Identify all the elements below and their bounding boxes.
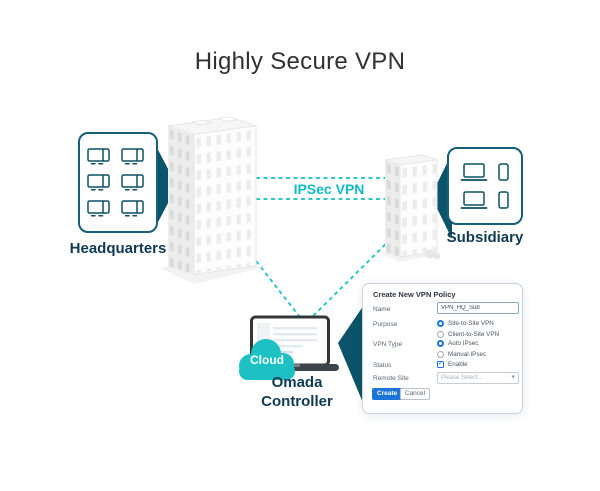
- phone-icon: [497, 191, 509, 209]
- create-vpn-policy-panel: Create New VPN Policy Name Purpose Site-…: [362, 283, 523, 414]
- remote-site-placeholder: Please Select...: [441, 375, 483, 381]
- vpn-type-option-auto-ipsec[interactable]: Auto IPsec: [437, 340, 478, 347]
- name-input[interactable]: [437, 302, 519, 314]
- purpose-option-label: Client-to-Site VPN: [448, 331, 500, 338]
- vpn-type-option-label: Manual IPsec: [448, 351, 487, 358]
- chevron-down-icon: ▾: [511, 374, 515, 381]
- cloud-icon: [239, 339, 295, 380]
- radio-selected-icon[interactable]: [437, 340, 444, 347]
- purpose-label: Purpose: [373, 321, 398, 328]
- status-label: Status: [373, 362, 392, 369]
- phone-icon: [497, 163, 509, 181]
- page-title: Highly Secure VPN: [194, 48, 406, 75]
- radio-unselected-icon[interactable]: [437, 331, 444, 338]
- vpn-type-option-manual-ipsec[interactable]: Manual IPsec: [437, 351, 486, 358]
- omada-controller-label: Omada Controller: [245, 373, 349, 411]
- omada-controller-label-line2: Controller: [261, 393, 333, 410]
- vpn-type-option-label: Auto IPsec: [448, 340, 479, 347]
- radio-selected-icon[interactable]: [437, 320, 444, 327]
- headquarters-label: Headquarters: [69, 240, 167, 257]
- cloud-label: Cloud: [250, 353, 284, 367]
- omada-controller-label-line1: Omada: [271, 374, 323, 391]
- name-label: Name: [373, 306, 391, 313]
- subsidiary-callout: [447, 147, 523, 225]
- laptop-icon: [460, 190, 487, 209]
- headquarters-callout: [78, 132, 158, 233]
- checkbox-checked-icon[interactable]: ✓: [437, 361, 444, 368]
- monitor-icon: [121, 148, 144, 165]
- create-button[interactable]: Create: [372, 388, 402, 400]
- remote-site-select[interactable]: Please Select... ▾: [437, 372, 519, 384]
- hq-callout-arrow: [156, 146, 177, 226]
- status-enable-option[interactable]: ✓ Enable: [437, 361, 468, 368]
- radio-unselected-icon[interactable]: [437, 351, 444, 358]
- purpose-option-client-to-site[interactable]: Client-to-Site VPN: [437, 331, 499, 338]
- vpn-type-label: VPN Type: [373, 341, 403, 348]
- monitor-icon: [121, 174, 144, 191]
- monitor-icon: [87, 174, 110, 191]
- panel-callout-arrow: [338, 302, 366, 410]
- sub-callout-arrow: [431, 153, 452, 239]
- panel-title: Create New VPN Policy: [373, 290, 456, 299]
- ipsec-vpn-label: IPSec VPN: [293, 181, 365, 197]
- purpose-option-site-to-site[interactable]: Site-to-Site VPN: [437, 320, 494, 327]
- monitor-icon: [121, 200, 144, 217]
- subsidiary-building-icon: [380, 154, 441, 262]
- monitor-icon: [87, 148, 110, 165]
- status-option-label: Enable: [448, 361, 468, 368]
- purpose-option-label: Site-to-Site VPN: [448, 320, 494, 327]
- subsidiary-label: Subsidiary: [446, 229, 524, 246]
- headquarters-building-icon: [160, 116, 262, 284]
- monitor-icon: [87, 200, 110, 217]
- laptop-icon: [460, 162, 487, 181]
- cancel-button[interactable]: Cancel: [400, 388, 430, 400]
- remote-site-label: Remote Site: [373, 375, 409, 382]
